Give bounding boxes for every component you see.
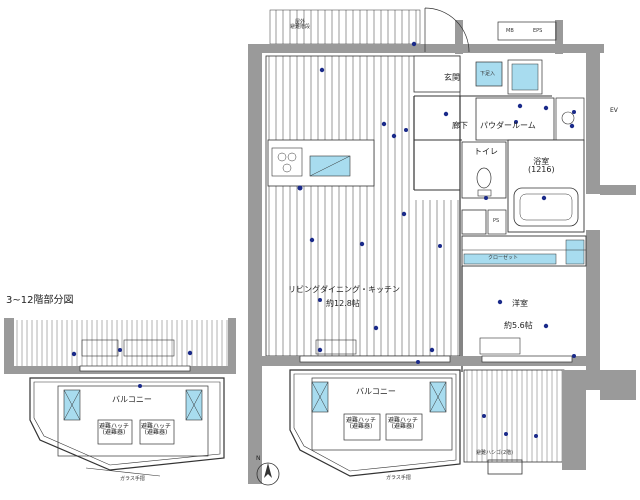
toilet-room	[461, 141, 507, 199]
ps-box	[461, 209, 487, 235]
north-label: N	[256, 455, 261, 462]
powder-room	[475, 97, 555, 141]
inset-fixture	[81, 339, 119, 357]
inset-hatch-1	[97, 419, 133, 445]
main-plan	[248, 7, 636, 486]
rouka-label: 廊下	[452, 121, 468, 130]
genkan-label: 玄関	[444, 73, 460, 82]
inset-hatch-2	[139, 419, 175, 445]
powder-label: パウダールーム	[480, 121, 536, 130]
outdoor-stair	[270, 10, 420, 44]
ldk-label: リビングダイニング・キッチン	[288, 285, 400, 294]
inset-wall-right	[228, 318, 236, 370]
entrance-door	[424, 7, 470, 53]
mb-label: MB	[506, 28, 514, 34]
hatch-box-2	[385, 413, 423, 441]
shoe-box	[475, 61, 503, 87]
toilet-label: トイレ	[474, 147, 498, 156]
ldk-floor	[266, 56, 414, 356]
outdoor-stair-label: 屋外 避難階段	[290, 19, 311, 30]
north-arrow	[256, 462, 280, 486]
wall-top	[258, 44, 604, 53]
ev-label: EV	[610, 107, 618, 114]
inset-balcony	[29, 377, 225, 471]
hatch-label-2: 避難ハッチ (避難器)	[388, 417, 419, 430]
inset-floor	[10, 320, 230, 368]
wall-left	[248, 44, 262, 484]
wall-right-low	[586, 230, 600, 390]
inset-plan	[4, 318, 236, 477]
inset-hatch-label-1: 避難ハッチ (避難器)	[99, 423, 130, 436]
ladder-box	[487, 459, 523, 475]
inset-hatch-label-2: 避難ハッチ (避難器)	[141, 423, 172, 436]
yoshitsu-size-label: 約5.6帖	[504, 321, 533, 330]
hatch-box-1	[343, 413, 381, 441]
ev-wall	[600, 185, 636, 195]
balcony-label: バルコニー	[356, 387, 396, 396]
inset-title: 3~12階部分図	[6, 295, 74, 306]
outlet-dots	[297, 41, 576, 438]
ldk-size-label: 約12.8帖	[326, 299, 360, 308]
yoshitsu-label: 洋室	[512, 299, 528, 308]
shitaire-label: 下足入	[480, 71, 496, 77]
inset-wall-left	[4, 318, 14, 370]
eps-label: EPS	[533, 28, 543, 34]
inset-glass-rail: ガラス手摺	[120, 476, 145, 482]
bath-label: 浴室 (1216)	[528, 157, 555, 174]
ladder-label: 避難ハシゴ(2階)	[476, 450, 514, 456]
ps-label: PS	[493, 218, 500, 224]
hatch-label-1: 避難ハッチ (避難器)	[346, 417, 377, 430]
inset-balcony-label: バルコニー	[112, 395, 152, 404]
yoshitsu-floor	[464, 268, 584, 358]
toilet-bowl	[476, 167, 492, 189]
glass-rail-label: ガラス手摺	[386, 475, 411, 481]
bath-tub	[513, 187, 579, 227]
closet-label: クローゼット	[488, 255, 519, 261]
bath-room	[507, 139, 585, 233]
balcony	[289, 369, 461, 477]
wall-right-top	[586, 44, 600, 194]
